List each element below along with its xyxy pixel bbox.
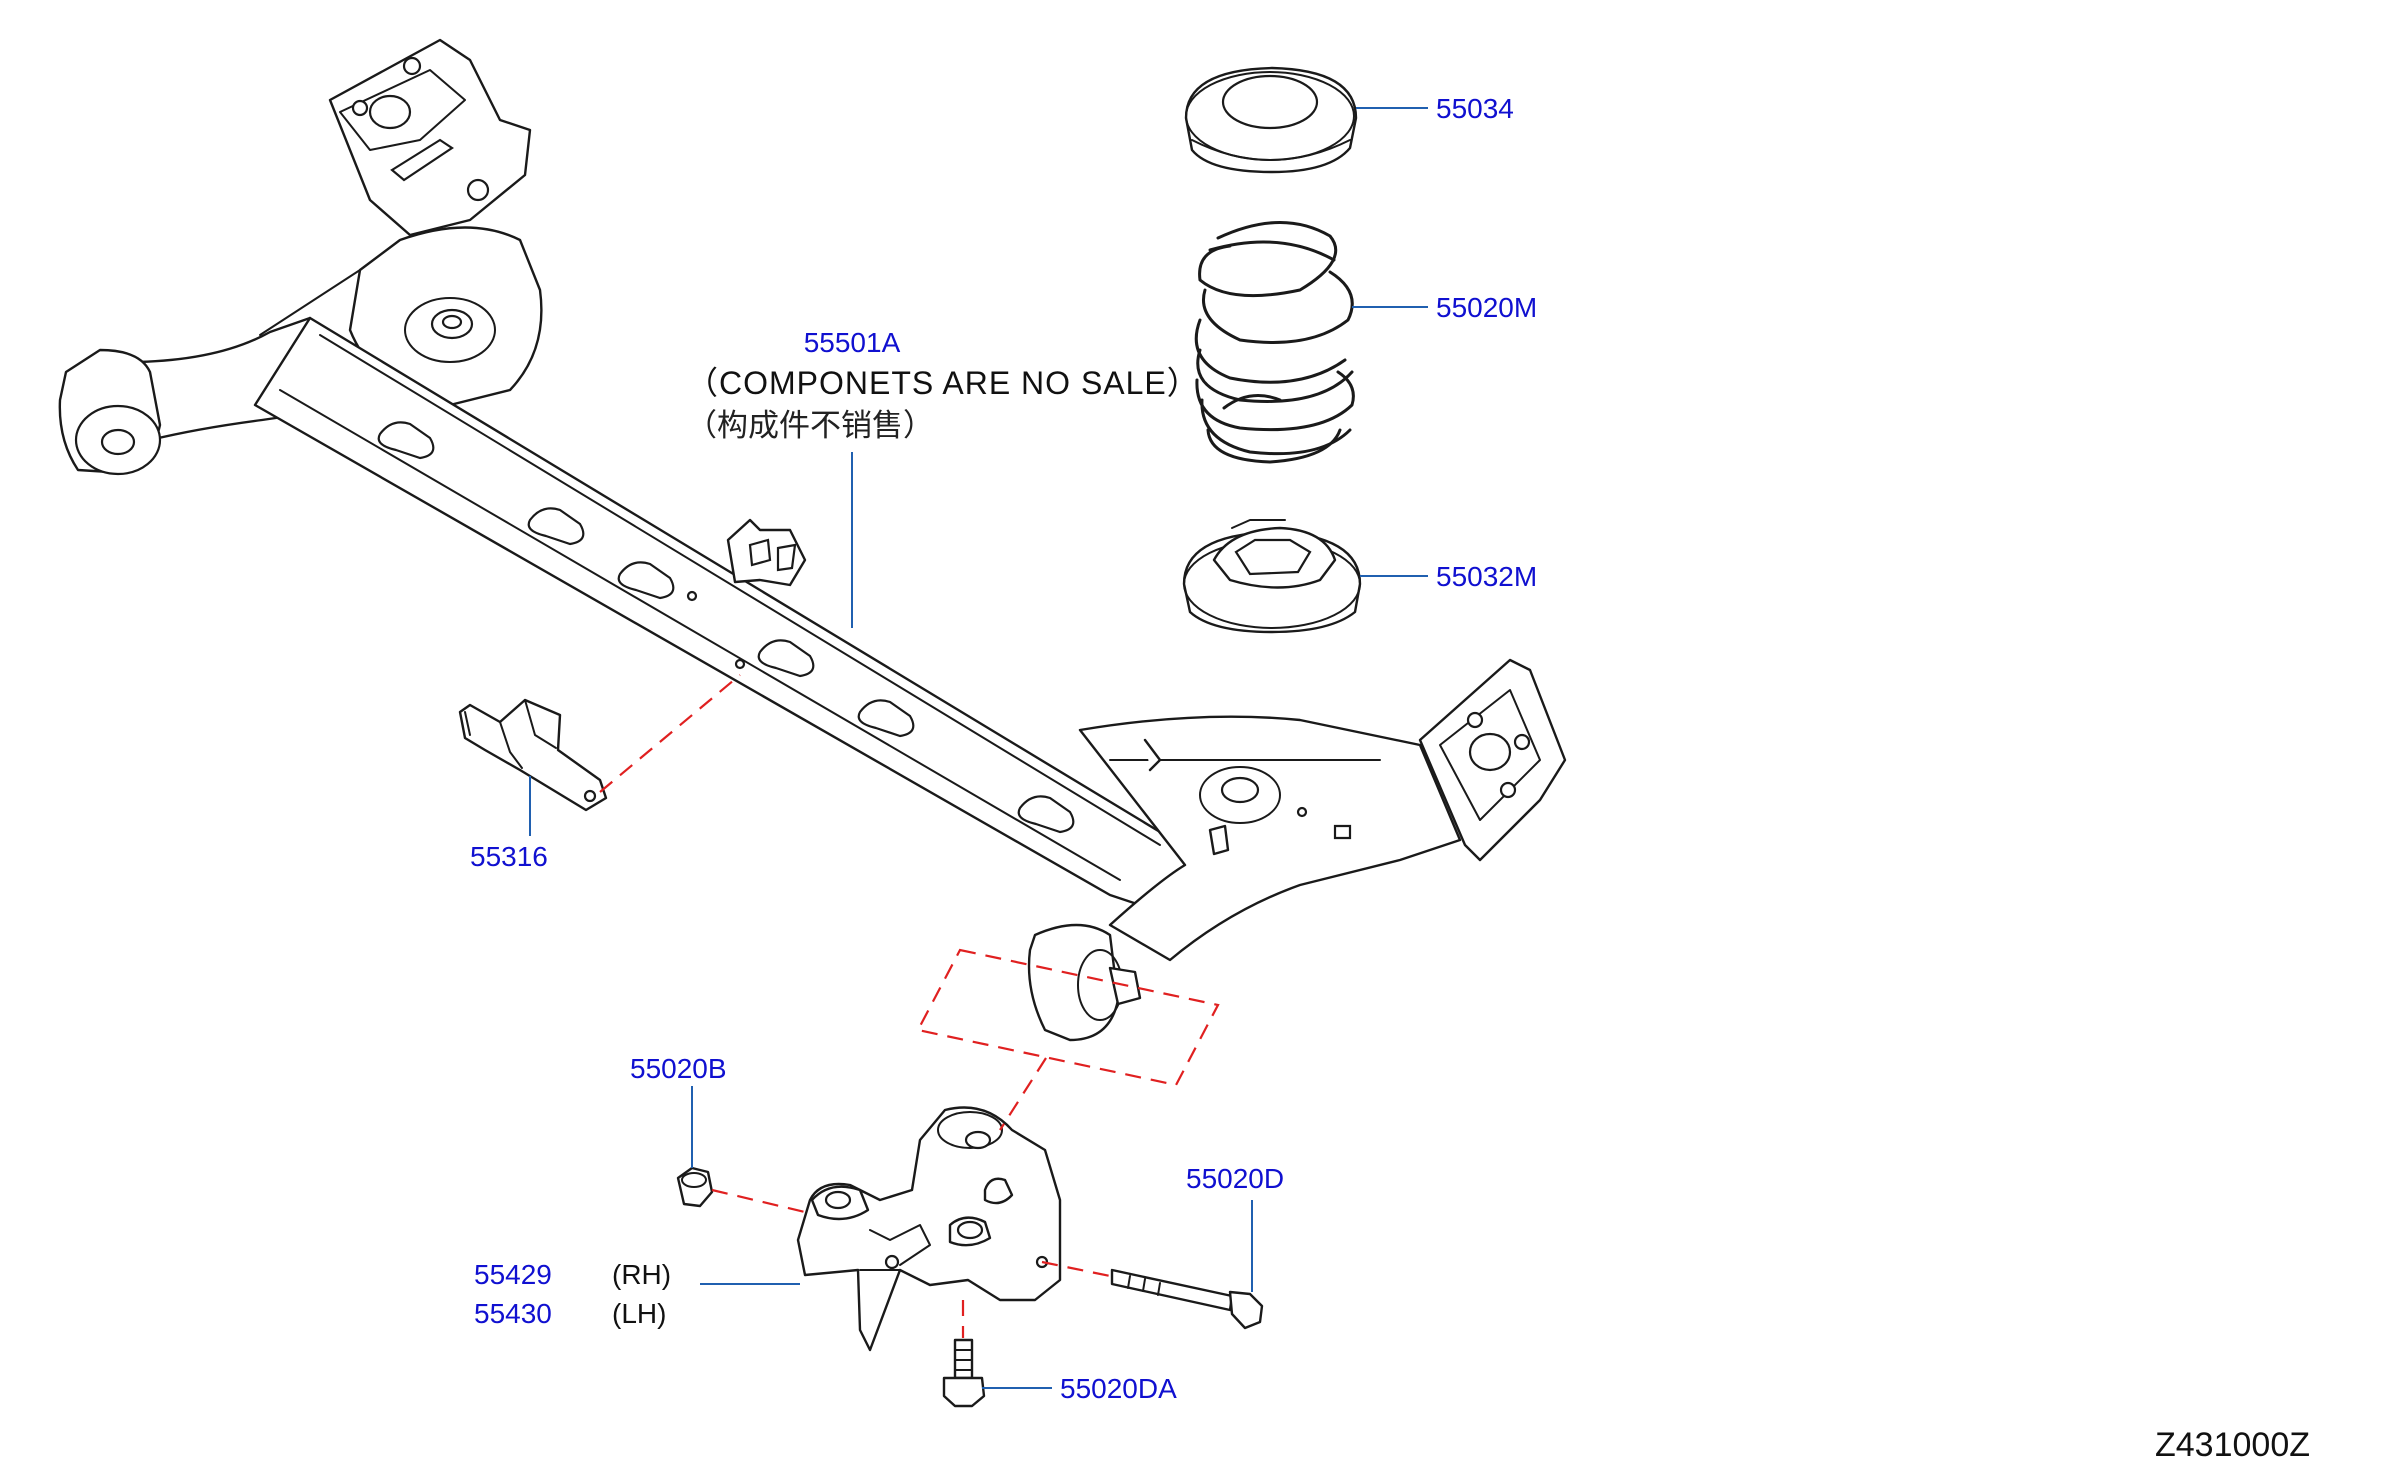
spring-lower-seat-55032m-illustration [1182,519,1362,634]
bracket-55316-illustration [458,698,608,812]
dashline-nut-to-bracket [711,1188,806,1214]
dashline-bolt-to-bracket [1041,1260,1111,1278]
bracket-55429-55430-illustration [796,1106,1062,1352]
nut-55020b-illustration [676,1166,714,1208]
assembly-lines [599,674,1220,1338]
label-55429-side: (RH) [612,1259,671,1290]
drawing-code: Z431000Z [2155,1426,2310,1464]
label-55430-side: (LH) [612,1298,666,1329]
label-55020b[interactable]: 55020B [630,1053,727,1084]
label-55429[interactable]: 55429 [474,1259,552,1290]
note-components-not-sold-cn: （构成件不销售） [686,408,934,444]
note-components-not-sold: （COMPONETS ARE NO SALE） [686,365,1200,401]
label-55032m[interactable]: 55032M [1436,561,1537,592]
rear-axle-beam-illustration [58,38,1567,1042]
label-55020m[interactable]: 55020M [1436,292,1537,323]
dashline-bracket-to-beam [599,674,741,793]
coil-spring-55020m-illustration [1194,221,1355,464]
bolt-55020da-illustration [942,1338,986,1408]
part-labels: 55501A （COMPONETS ARE NO SALE） （构成件不销售） … [470,93,2310,1464]
dashline-box-to-bracket [999,1057,1047,1131]
bolt-55020d-illustration [1110,1268,1264,1330]
label-55501a[interactable]: 55501A [804,327,901,358]
label-55316[interactable]: 55316 [470,841,548,872]
label-55020d[interactable]: 55020D [1186,1163,1284,1194]
label-55020da[interactable]: 55020DA [1060,1373,1177,1404]
label-55430[interactable]: 55430 [474,1298,552,1329]
spring-upper-seat-55034-illustration [1184,66,1358,174]
label-55034[interactable]: 55034 [1436,93,1514,124]
leader-lines [529,107,1428,1389]
